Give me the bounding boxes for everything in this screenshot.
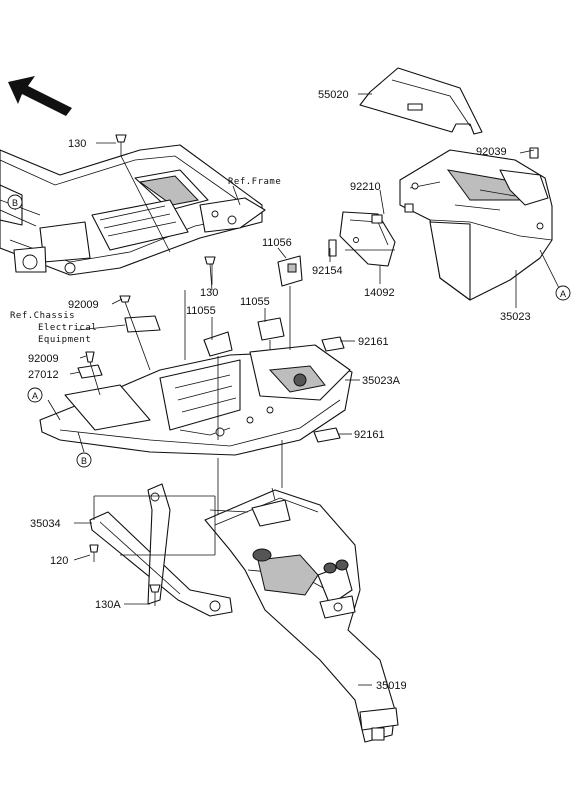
callout-55020: 55020 <box>318 89 349 101</box>
connector-b-bottom: B <box>76 452 92 468</box>
connector-a-left-label: A <box>32 391 38 401</box>
small-fasteners <box>85 134 414 363</box>
part-35034-bracket <box>89 483 233 617</box>
part-11055-clamps <box>124 315 285 357</box>
callout-120: 120 <box>50 555 68 567</box>
part-35023-battery-case <box>399 147 553 301</box>
callout-92210: 92210 <box>350 181 381 193</box>
ref-frame-label: Ref.Frame <box>228 177 281 187</box>
callout-130-top: 130 <box>68 138 86 150</box>
ref-chassis-equipment-label: Equipment <box>38 335 91 345</box>
part-11056-bracket <box>277 255 303 287</box>
callout-130A: 130A <box>95 599 121 611</box>
callout-11055-b: 11055 <box>240 296 270 308</box>
bolts-lower <box>89 544 161 606</box>
connector-b-bottom-label: B <box>81 456 87 466</box>
callout-27012: 27012 <box>28 369 59 381</box>
connector-b-top: B <box>7 194 23 210</box>
callout-92161-a: 92161 <box>358 336 389 348</box>
callout-35019: 35019 <box>376 680 407 692</box>
part-55020-seat-pad <box>359 67 483 135</box>
alignment-lines <box>89 155 395 556</box>
ref-chassis-electrical-label: Electrical <box>38 323 97 333</box>
part-35023A-rear-fender-front <box>39 344 353 456</box>
callout-35023A: 35023A <box>362 375 401 387</box>
leader-lines <box>14 93 561 686</box>
part-14092-cover <box>339 211 396 267</box>
callout-35023: 35023 <box>500 311 531 323</box>
callout-92161-b: 92161 <box>354 429 385 441</box>
callout-92154: 92154 <box>312 265 343 277</box>
connector-a-right: A <box>555 285 571 301</box>
callout-92039: 92039 <box>476 146 507 158</box>
callout-92009-b: 92009 <box>28 353 59 365</box>
front-direction-arrow-icon <box>8 76 72 116</box>
connector-a-left: A <box>27 387 43 403</box>
part-92161-plates <box>77 336 345 443</box>
frame-assembly <box>0 144 266 276</box>
connector-a-right-label: A <box>560 289 566 299</box>
callout-35034: 35034 <box>30 518 61 530</box>
callout-11055-a: 11055 <box>186 305 216 317</box>
callout-92009-a: 92009 <box>68 299 99 311</box>
ref-chassis-label: Ref.Chassis <box>10 311 75 321</box>
callout-14092: 14092 <box>364 287 395 299</box>
connector-b-top-label: B <box>12 198 18 208</box>
part-35019-rear-fender <box>204 487 399 743</box>
callout-11056: 11056 <box>262 237 292 249</box>
callout-130-mid: 130 <box>200 287 218 299</box>
